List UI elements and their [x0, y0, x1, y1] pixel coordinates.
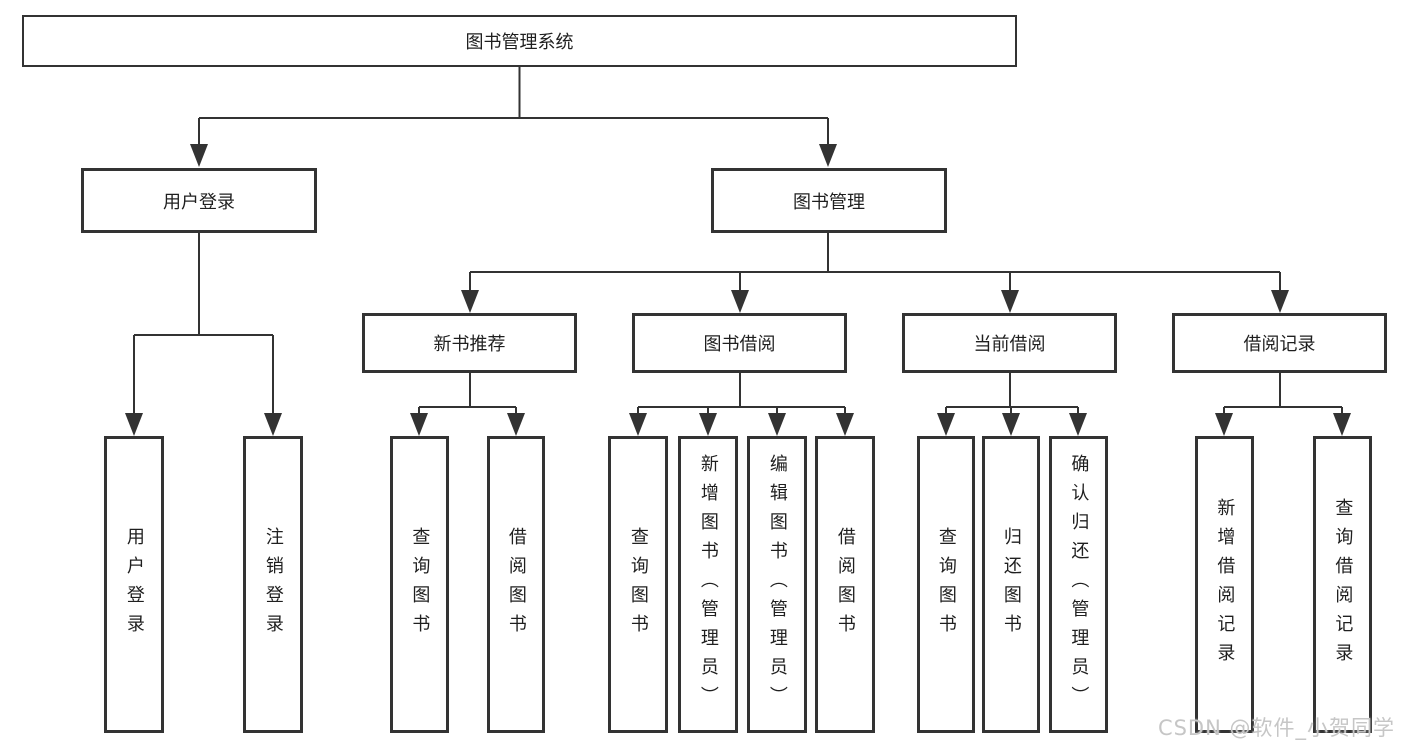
node-book-management: 图书管理	[711, 168, 947, 233]
leaf-query-books-current: 查询图书	[917, 436, 975, 733]
leaf-user-login: 用户登录	[104, 436, 164, 733]
leaf-label: 确认归还（管理员）	[1068, 454, 1090, 715]
watermark-csdn: CSDN @软件_小贺同学	[1157, 716, 1395, 740]
node-user-login: 用户登录	[81, 168, 317, 233]
leaf-add-borrow-record: 新增借阅记录	[1195, 436, 1254, 733]
leaf-add-books-admin: 新增图书（管理员）	[678, 436, 738, 733]
leaf-label: 查询图书	[935, 526, 957, 643]
leaf-label: 编辑图书（管理员）	[766, 454, 788, 715]
leaf-label: 归还图书	[1000, 526, 1022, 643]
leaf-label: 注销登录	[262, 526, 284, 643]
node-library-management-system: 图书管理系统	[22, 15, 1017, 67]
leaf-label: 查询借阅记录	[1332, 497, 1354, 672]
leaf-label: 查询图书	[627, 526, 649, 643]
leaf-logout: 注销登录	[243, 436, 303, 733]
leaf-confirm-return-admin: 确认归还（管理员）	[1049, 436, 1108, 733]
leaf-label: 借阅图书	[505, 526, 527, 643]
node-current-borrowing: 当前借阅	[902, 313, 1117, 373]
leaf-borrow-books: 借阅图书	[815, 436, 875, 733]
leaf-label: 新增借阅记录	[1214, 497, 1236, 672]
leaf-label: 查询图书	[409, 526, 431, 643]
leaf-borrow-books-recommend: 借阅图书	[487, 436, 545, 733]
leaf-edit-books-admin: 编辑图书（管理员）	[747, 436, 807, 733]
node-borrowing-records: 借阅记录	[1172, 313, 1387, 373]
leaf-label: 用户登录	[123, 526, 145, 643]
leaf-query-borrow-record: 查询借阅记录	[1313, 436, 1372, 733]
node-book-borrowing: 图书借阅	[632, 313, 847, 373]
node-new-book-recommend: 新书推荐	[362, 313, 577, 373]
leaf-return-books: 归还图书	[982, 436, 1040, 733]
leaf-label: 借阅图书	[834, 526, 856, 643]
leaf-query-books-borrowing: 查询图书	[608, 436, 668, 733]
leaf-query-books-recommend: 查询图书	[390, 436, 449, 733]
leaf-label: 新增图书（管理员）	[697, 454, 719, 715]
